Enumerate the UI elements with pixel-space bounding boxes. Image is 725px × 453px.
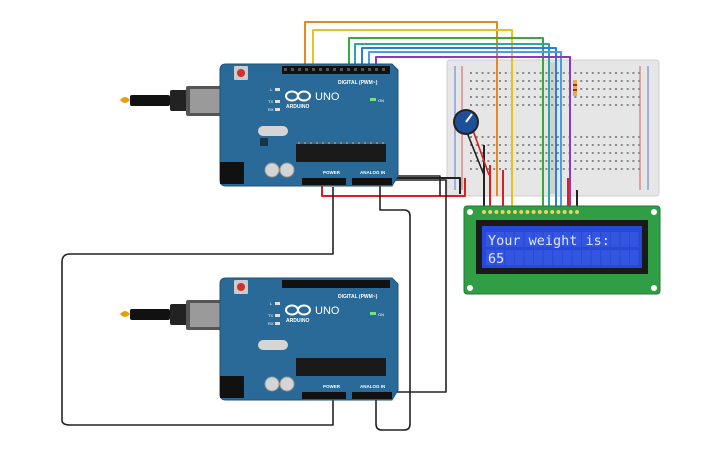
wire-blue: [361, 47, 557, 206]
lcd-line-2: 65: [488, 251, 504, 267]
brand-label: ARDUINO: [286, 104, 309, 110]
rx-label: RX: [268, 321, 274, 326]
arduino-uno-top[interactable]: DIGITAL (PWM~) UNO ARDUINO ON TX RX L PO…: [120, 63, 399, 187]
model-label: UNO: [315, 305, 340, 317]
wire-blue-2: [368, 51, 562, 206]
arduino-logo: [285, 90, 311, 102]
on-label: ON: [378, 312, 384, 317]
wire-black-long-3: [390, 179, 447, 393]
resistor[interactable]: [573, 80, 577, 96]
tx-label: TX: [268, 99, 273, 104]
wire-black-a4: [388, 175, 441, 196]
wire-red-power: [321, 178, 466, 197]
lcd-cell-grid: [486, 232, 639, 265]
power-label: POWER: [323, 384, 341, 389]
on-label: ON: [378, 98, 384, 103]
l-label: L: [270, 301, 273, 306]
usb-cable-icon: [120, 300, 232, 330]
digital-label: DIGITAL (PWM~): [338, 80, 378, 86]
rx-label: RX: [268, 107, 274, 112]
wire-black-long-2: [375, 182, 411, 431]
analog-label: ANALOG IN: [360, 170, 385, 175]
power-label: POWER: [323, 170, 341, 175]
usb-cable-icon: [120, 86, 232, 116]
breadboard[interactable]: [446, 59, 660, 197]
arduino-uno-bottom[interactable]: DIGITAL (PWM~) UNO ARDUINO ON TX RX L PO…: [120, 277, 399, 401]
l-label: L: [270, 87, 273, 92]
brand-label: ARDUINO: [286, 318, 309, 324]
digital-label: DIGITAL (PWM~): [338, 294, 378, 300]
wire-yellow: [312, 29, 513, 206]
lcd-16x2[interactable]: Your weight is: 65: [463, 205, 661, 295]
potentiometer-icon[interactable]: [453, 109, 479, 135]
wire-orange: [304, 21, 498, 196]
wire-green: [348, 37, 544, 206]
lcd-line-1: Your weight is:: [488, 233, 610, 249]
lcd-pins: [482, 210, 579, 214]
arduino-logo: [285, 304, 311, 316]
wire-teal: [354, 43, 550, 206]
tx-label: TX: [268, 313, 273, 318]
model-label: UNO: [315, 91, 340, 103]
wire-black-gnd: [380, 177, 461, 194]
wire-black-long-1: [61, 187, 334, 426]
breadboard-holes: [470, 72, 641, 170]
analog-label: ANALOG IN: [360, 384, 385, 389]
